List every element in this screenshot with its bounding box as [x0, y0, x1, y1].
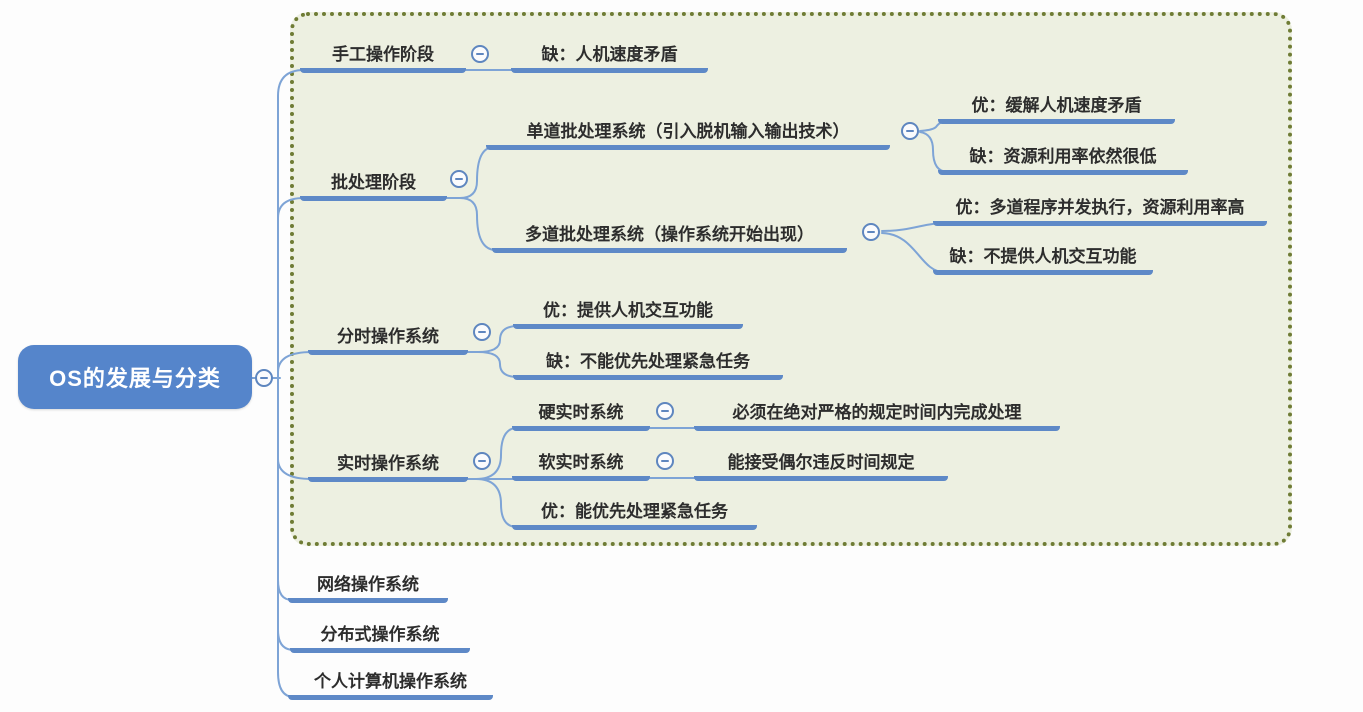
node-single-batch-con[interactable]: 缺：资源利用率依然很低 [938, 141, 1188, 175]
root-node[interactable]: OS的发展与分类 [18, 345, 252, 409]
node-hard-realtime-desc[interactable]: 必须在绝对严格的规定时间内完成处理 [694, 397, 1060, 431]
connector-timeshare-fork-down [477, 351, 519, 378]
connector-main-trunk [277, 69, 305, 698]
node-manual-stage[interactable]: 手工操作阶段 [300, 39, 466, 73]
connector-elbow-realtime [277, 458, 313, 480]
connector-realtime-fork-down [475, 478, 518, 528]
node-timeshare-os[interactable]: 分时操作系统 [308, 321, 468, 355]
node-multi-batch-pro[interactable]: 优：多道程序并发执行，资源利用率高 [933, 192, 1267, 226]
node-hard-realtime[interactable]: 硬实时系统 [512, 397, 650, 431]
connector-batch-fork-up [446, 146, 495, 199]
node-manual-con[interactable]: 缺：人机速度矛盾 [511, 39, 708, 73]
node-network-os[interactable]: 网络操作系统 [288, 569, 448, 603]
node-multi-batch[interactable]: 多道批处理系统（操作系统开始出现） [492, 219, 847, 253]
collapse-icon-root[interactable] [255, 369, 273, 387]
node-batch-stage[interactable]: 批处理阶段 [300, 167, 447, 201]
node-soft-realtime-desc[interactable]: 能接受偶尔违反时间规定 [694, 447, 948, 481]
collapse-icon-soft[interactable] [656, 452, 674, 470]
collapse-icon-batch[interactable] [450, 170, 468, 188]
collapse-icon-timeshare[interactable] [473, 323, 491, 341]
collapse-icon-multi[interactable] [862, 223, 880, 241]
connector-batch-fork-down [459, 197, 497, 251]
node-multi-batch-con[interactable]: 缺：不提供人机交互功能 [933, 241, 1153, 275]
connector-elbow-timeshare [277, 351, 313, 373]
collapse-icon-realtime[interactable] [473, 452, 491, 470]
node-realtime-os[interactable]: 实时操作系统 [308, 448, 468, 482]
node-soft-realtime[interactable]: 软实时系统 [512, 447, 650, 481]
collapse-icon-single[interactable] [901, 122, 919, 140]
node-single-batch-pro[interactable]: 优：缓解人机速度矛盾 [938, 90, 1175, 124]
node-single-batch[interactable]: 单道批处理系统（引入脱机输入输出技术） [486, 116, 890, 150]
node-timeshare-pro[interactable]: 优：提供人机交互功能 [513, 295, 743, 329]
node-distributed-os[interactable]: 分布式操作系统 [290, 619, 470, 653]
node-personal-os[interactable]: 个人计算机操作系统 [288, 666, 493, 700]
node-timeshare-con[interactable]: 缺：不能优先处理紧急任务 [513, 346, 783, 380]
collapse-icon-manual[interactable] [471, 45, 489, 63]
node-realtime-pro[interactable]: 优：能优先处理紧急任务 [512, 496, 757, 530]
collapse-icon-hard[interactable] [656, 402, 674, 420]
connector-elbow-batch [277, 197, 305, 219]
group-boundary-box [290, 12, 1292, 546]
